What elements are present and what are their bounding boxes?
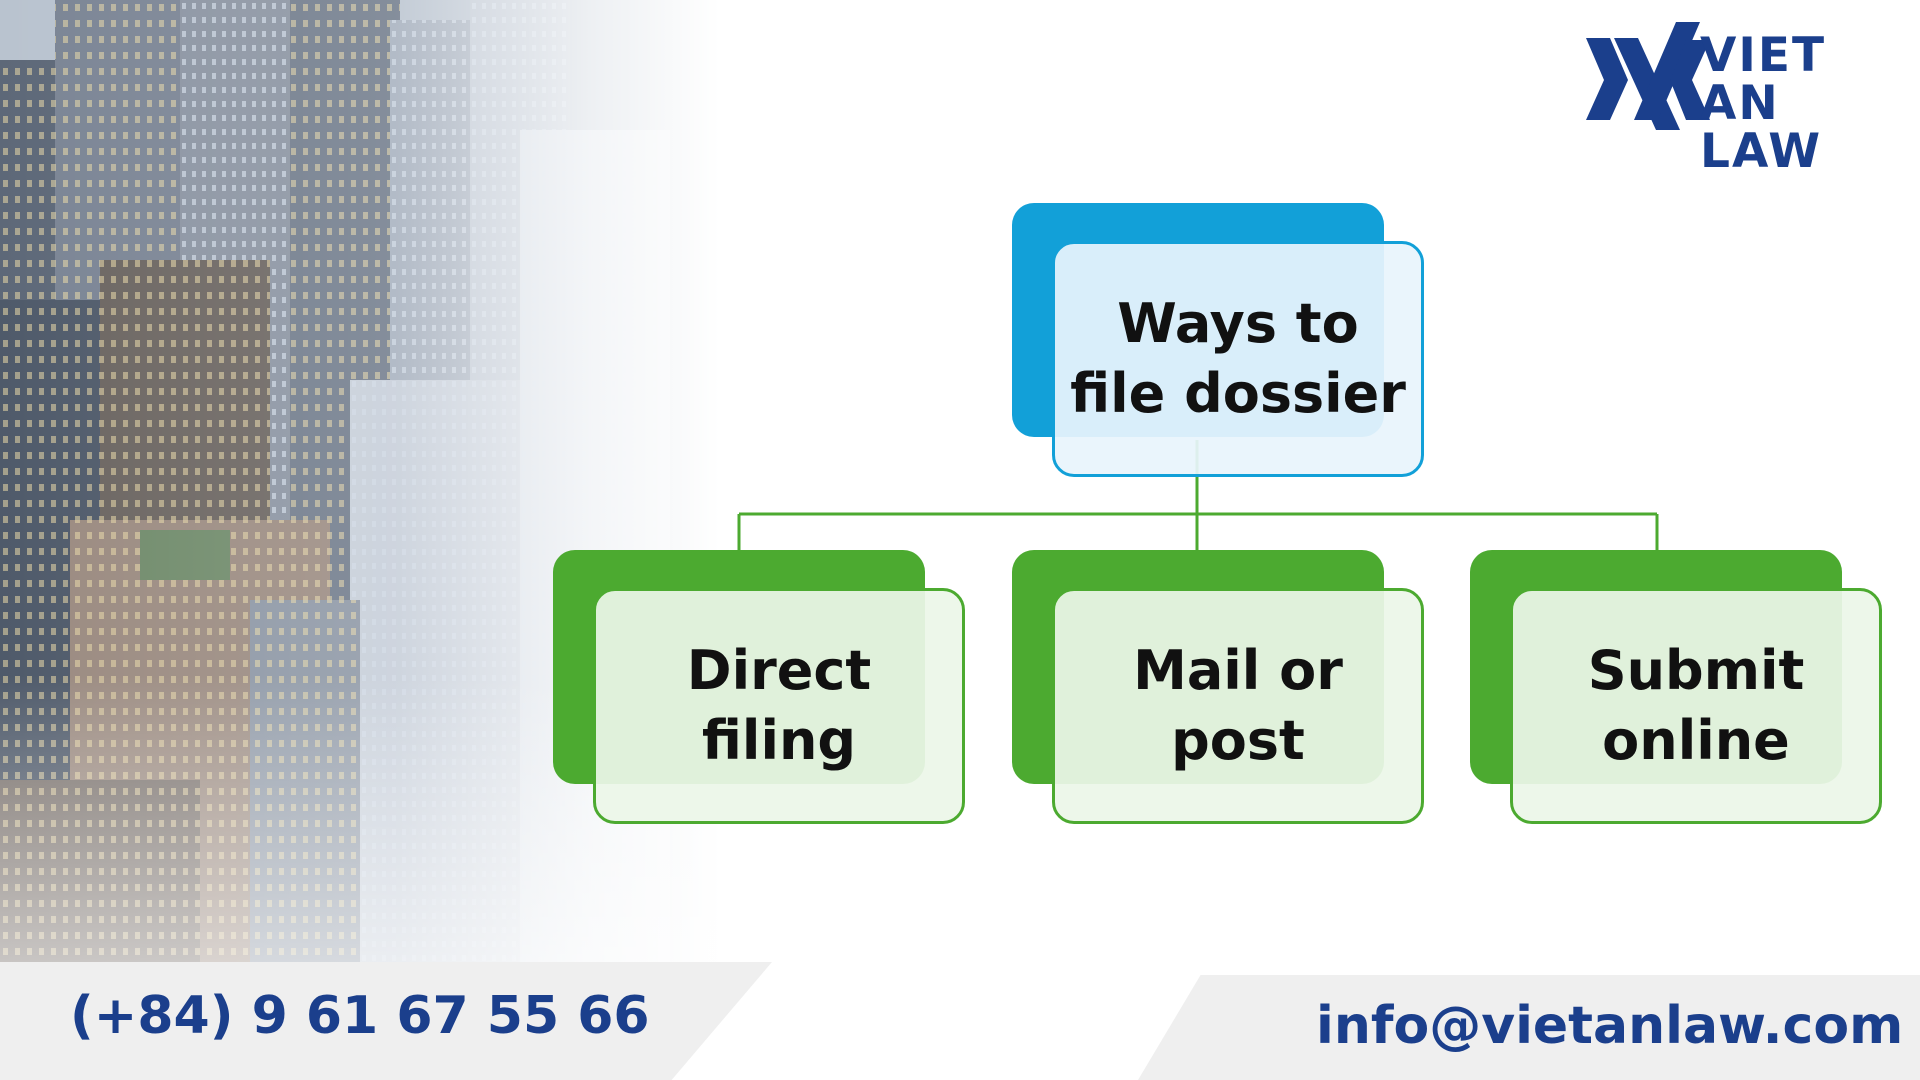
child-node-label: Direct filing xyxy=(686,639,872,772)
child-node-label: Mail or post xyxy=(1133,639,1343,772)
root-node-front-box: Ways to file dossier xyxy=(1052,241,1424,477)
brand-name-line1: VIET AN xyxy=(1700,28,1827,131)
footer-band-right xyxy=(1138,975,1920,1080)
va-chevrons-logo-icon xyxy=(1586,22,1710,130)
root-node-label: Ways to file dossier xyxy=(1070,292,1406,425)
brand-name: VIET AN LAW xyxy=(1700,32,1920,176)
child-node-front-box: Submit online xyxy=(1510,588,1882,824)
footer-band-left xyxy=(0,962,772,1080)
footer-phone-number: (+84) 9 61 67 55 66 xyxy=(70,986,650,1046)
child-node-front-box: Mail or post xyxy=(1052,588,1424,824)
child-node-front-box: Direct filing xyxy=(593,588,965,824)
brand-name-line2: LAW xyxy=(1700,124,1823,179)
footer-email-address: info@vietanlaw.com xyxy=(1316,996,1904,1056)
child-node-label: Submit online xyxy=(1587,639,1805,772)
